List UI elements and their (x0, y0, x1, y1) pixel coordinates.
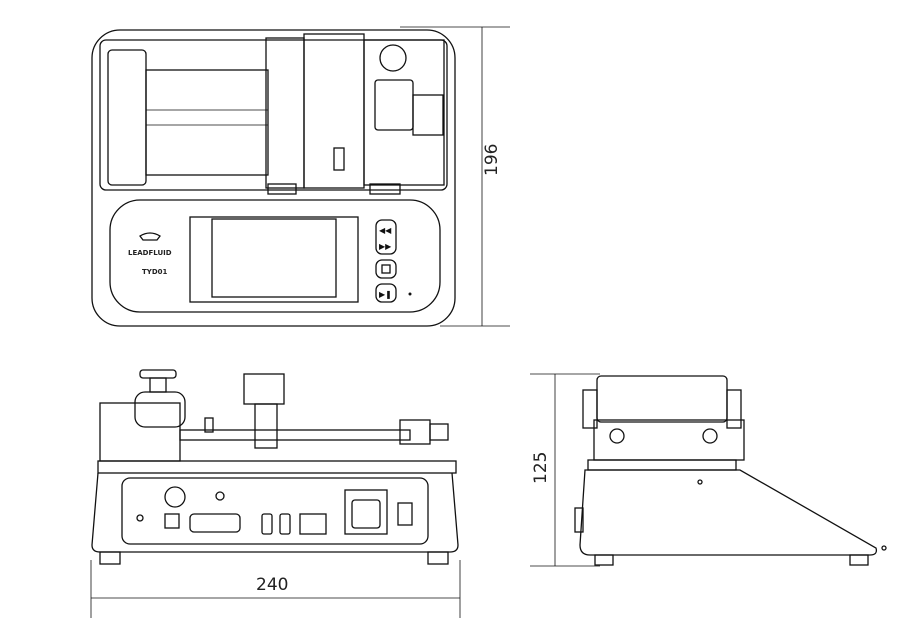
rewind-icon: ◀◀ (379, 226, 392, 235)
usb-port (164, 513, 180, 529)
stop-icon (381, 264, 391, 274)
display-screen (189, 216, 359, 303)
control-panel (109, 199, 441, 313)
power-switch (397, 502, 413, 526)
top-view: LEADFLUID TYD01 ◀◀ ▶▶ ▶❚ 196 (91, 26, 510, 327)
dimension-height-top: 196 (482, 144, 502, 176)
db25-port (189, 513, 241, 533)
ethernet-port (299, 513, 327, 535)
brand-logo: LEADFLUID (128, 232, 172, 257)
dimension-height-side: 125 (531, 452, 551, 484)
stop-button[interactable] (375, 259, 397, 279)
side-view: 125 (530, 373, 887, 567)
play-pause-button[interactable] (375, 283, 397, 303)
svg-text:LEADFLUID: LEADFLUID (128, 249, 172, 257)
front-view: 240 (90, 369, 461, 618)
model-label: TYD01 (142, 268, 168, 276)
power-socket (344, 489, 388, 535)
play-pause-icon: ▶❚ (379, 290, 392, 299)
rewind-forward-buttons[interactable] (375, 219, 397, 255)
dimension-width-front: 240 (256, 575, 288, 595)
fast-forward-icon: ▶▶ (379, 242, 392, 251)
